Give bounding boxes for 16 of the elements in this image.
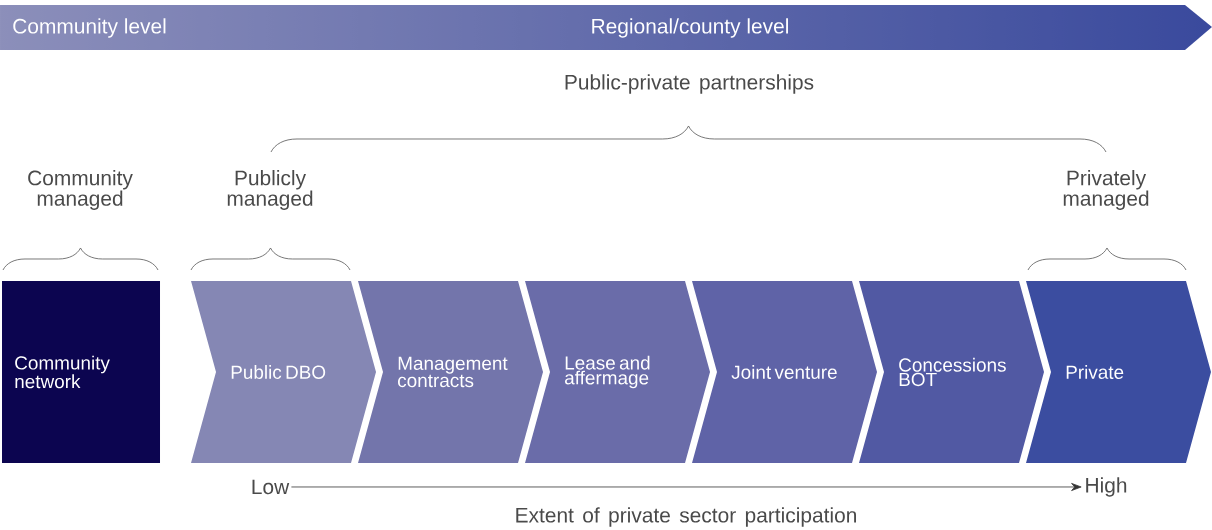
process-step: Private xyxy=(1026,281,1211,463)
process-step: Joint venture xyxy=(692,281,877,463)
heading-label: Community managed xyxy=(28,170,133,210)
scale-label: High xyxy=(1086,477,1127,497)
scale-label: Low xyxy=(252,479,290,495)
banner-arrow: Community level Regional/county level xyxy=(13,18,788,38)
arrow xyxy=(291,483,1082,491)
heading-label: Publicly managed xyxy=(227,170,313,210)
heading-label: Extent of private sector participation xyxy=(516,507,856,527)
process-step: Lease and affermage xyxy=(525,281,710,463)
process-step: Concessions BOT xyxy=(859,281,1044,463)
community-box: Community network xyxy=(2,281,160,463)
process-step: Public DBO xyxy=(191,281,376,463)
process-step: Management contracts xyxy=(358,281,543,463)
heading-label: Public-private partnerships xyxy=(565,74,814,94)
heading-label: Privately managed xyxy=(1063,170,1149,210)
